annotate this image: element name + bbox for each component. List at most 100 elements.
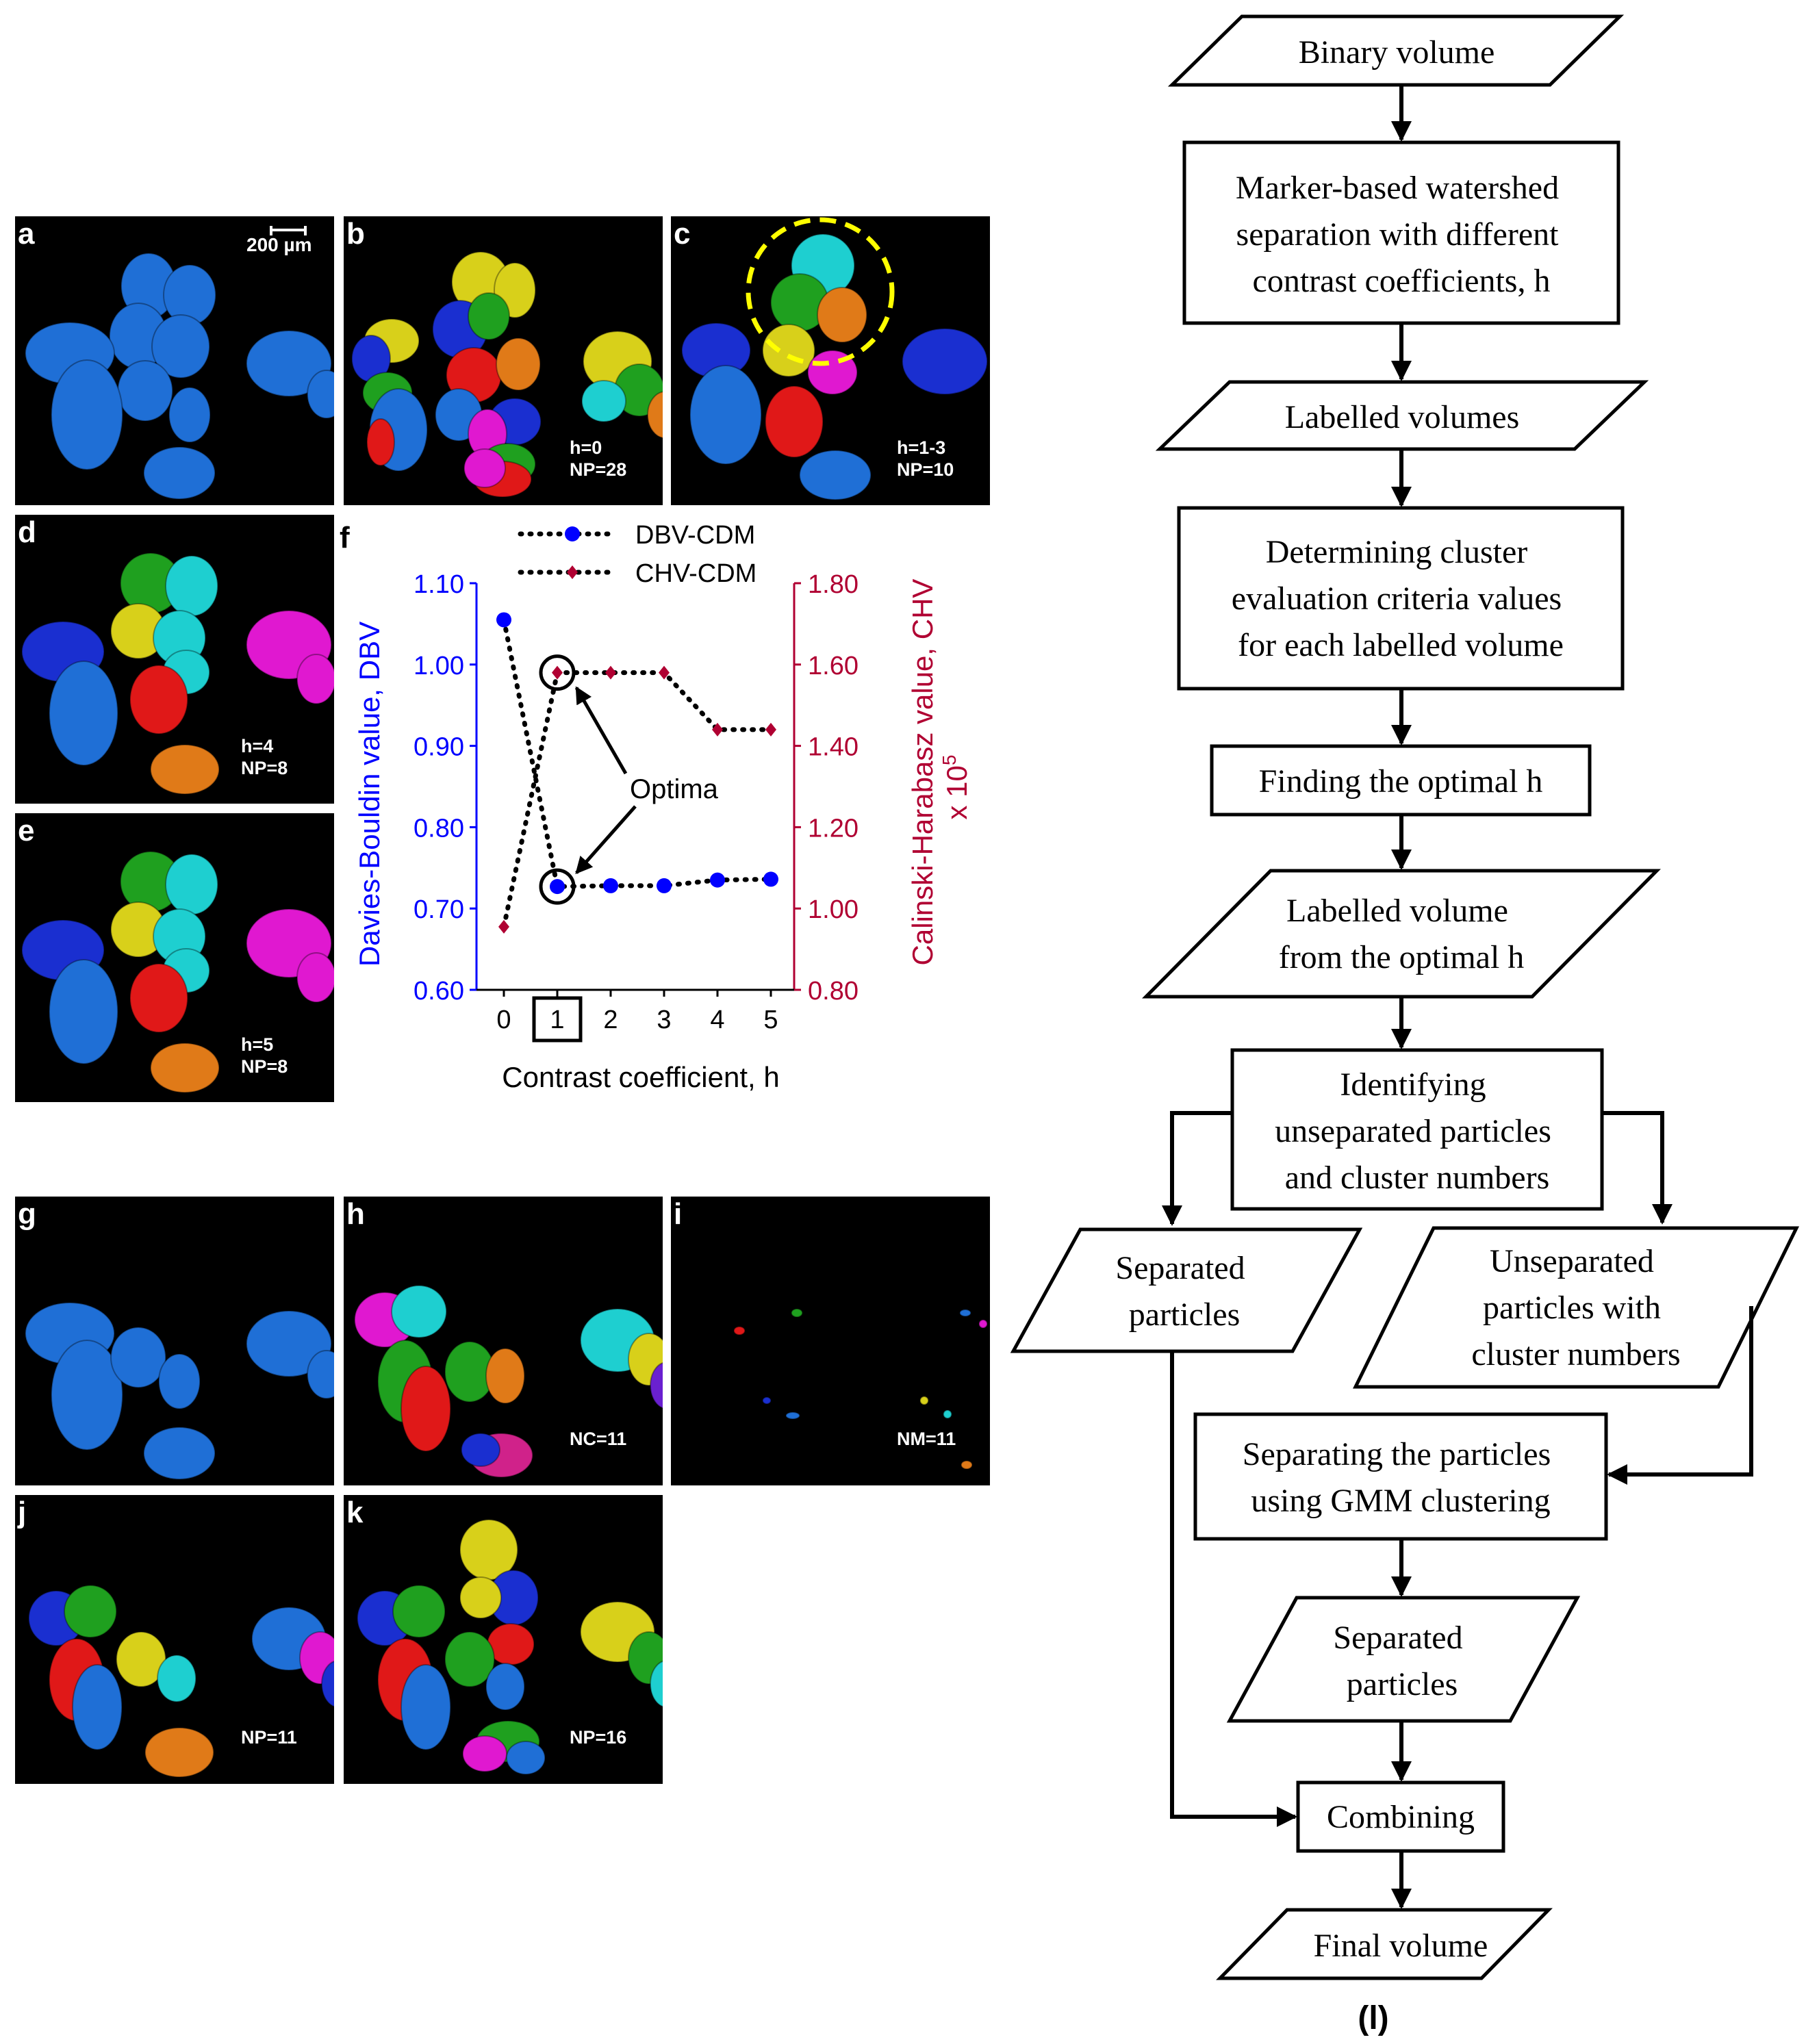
panel-i-nm: NM=11 [897,1429,956,1449]
node-optimal-text: Finding the optimal h [1259,763,1543,800]
panel-a-label: a [18,217,35,251]
node-gmm-line-2: using GMM clustering [1251,1483,1550,1519]
panel-k-label: k [346,1496,364,1529]
right-tick-label: 1.40 [808,733,859,762]
right-axis-unit: x 105 [939,755,973,820]
particle [150,1043,220,1093]
panel-i: i NM=11 [671,1197,990,1485]
scale-bar-line [270,226,307,235]
node-binary-shape [1167,14,1625,87]
chv-point [712,722,723,737]
chart-series [496,612,778,934]
node-unseparated-line-2: particles with [1483,1290,1661,1326]
panel-j-info: NP=11 [241,1726,297,1748]
panel-e-h: h=5 [241,1034,274,1055]
node-identify-text: Identifying unseparated particles and cl… [1275,1066,1560,1196]
node-separated1-line-1: Separated [1115,1250,1245,1286]
panel-d-render [21,552,334,795]
particle [765,385,824,458]
dbv-point [496,612,511,628]
particle [733,1326,746,1336]
particle [689,365,762,465]
chv-point [498,919,509,934]
particle [650,1362,663,1409]
dbv-chv-chart: f 0.600.700.800.901.001.100.801.001.201.… [340,521,973,1093]
panel-d-label: d [18,515,36,549]
node-binary-text: Binary volume [1299,34,1495,71]
particle [129,963,188,1033]
particle [919,1396,929,1405]
node-criteria-line-1: Determining cluster [1266,534,1528,570]
node-unseparated-line-1: Unseparated [1490,1243,1654,1279]
optima-circle-dbv [539,868,576,905]
left-tick-label: 0.60 [414,977,464,1006]
right-tick-label: 1.80 [808,570,859,599]
panel-j-render [28,1585,334,1778]
node-combining-line: Combining [1327,1799,1475,1835]
panel-k-render [357,1519,663,1775]
chv-point [552,665,563,680]
node-combining-shape [1296,1780,1505,1853]
dbv-point [710,872,725,888]
x-axis-label: Contrast coefficient, h [502,1061,779,1093]
particle [961,1460,973,1470]
particle [496,337,541,391]
particle [168,387,211,443]
particle [129,665,188,734]
node-final-line: Final volume [1314,1928,1488,1964]
series-line-CHV-CDM [501,670,774,930]
node-separated2-shape [1226,1596,1581,1723]
legend-label: DBV-CDM [635,521,755,550]
particle [392,1585,446,1638]
panel-h: h NC=11 [344,1197,663,1485]
particle [116,1631,166,1687]
node-criteria-shape [1177,506,1625,691]
node-optimal-line: Finding the optimal h [1259,763,1543,800]
x-tick-label: 4 [710,1006,724,1034]
particle [72,1664,123,1750]
particle [246,1310,332,1377]
particle [400,1366,451,1452]
node-watershed-line-1: Marker-based watershed [1236,170,1559,206]
right-axis-unit-exp: 5 [939,755,960,766]
panel-a-render [25,253,334,500]
node-labelled-opt-shape [1142,869,1661,999]
particle [400,1664,451,1750]
left-tick-label: 0.90 [414,733,464,762]
node-labelled-opt-line-2: from the optimal h [1279,939,1525,975]
node-gmm-text: Separating the particles using GMM clust… [1243,1436,1560,1519]
particle [144,1727,214,1778]
particle [647,391,663,439]
particle [463,448,506,488]
particle [366,418,395,466]
node-identify-line-3: and cluster numbers [1285,1160,1550,1196]
node-separated1-shape [1010,1227,1363,1353]
panel-h-nc: NC=11 [570,1429,627,1449]
node-labelled-shape [1155,380,1649,451]
flowchart-label: (l) [1358,2000,1388,2036]
scale-bar-text: 200 µm [246,234,312,255]
panel-b-np: NP=28 [570,459,627,480]
particle [468,292,510,340]
panel-b-h: h=0 [570,437,602,458]
panel-b-render [351,251,663,498]
dbv-point [657,878,672,893]
particle [64,1585,117,1638]
panel-a: a 200 µm [15,216,334,505]
x-tick-label: 2 [603,1006,618,1034]
node-final-text: Final volume [1314,1928,1488,1964]
panel-k-info: NP=16 [570,1726,626,1748]
node-final-shape [1216,1908,1553,1980]
node-identify-line-1: Identifying [1340,1066,1486,1103]
particle [246,330,332,397]
panel-j: j NP=11 [15,1495,334,1784]
node-watershed-line-3: contrast coefficients, h [1253,263,1551,299]
particle [650,1661,663,1707]
node-separated1-text: Separated particles [1115,1250,1253,1333]
node-labelled-opt-text: Labelled volume from the optimal h [1279,893,1525,975]
chv-point [659,665,670,680]
edge-identify-separated1 [1162,1111,1231,1226]
